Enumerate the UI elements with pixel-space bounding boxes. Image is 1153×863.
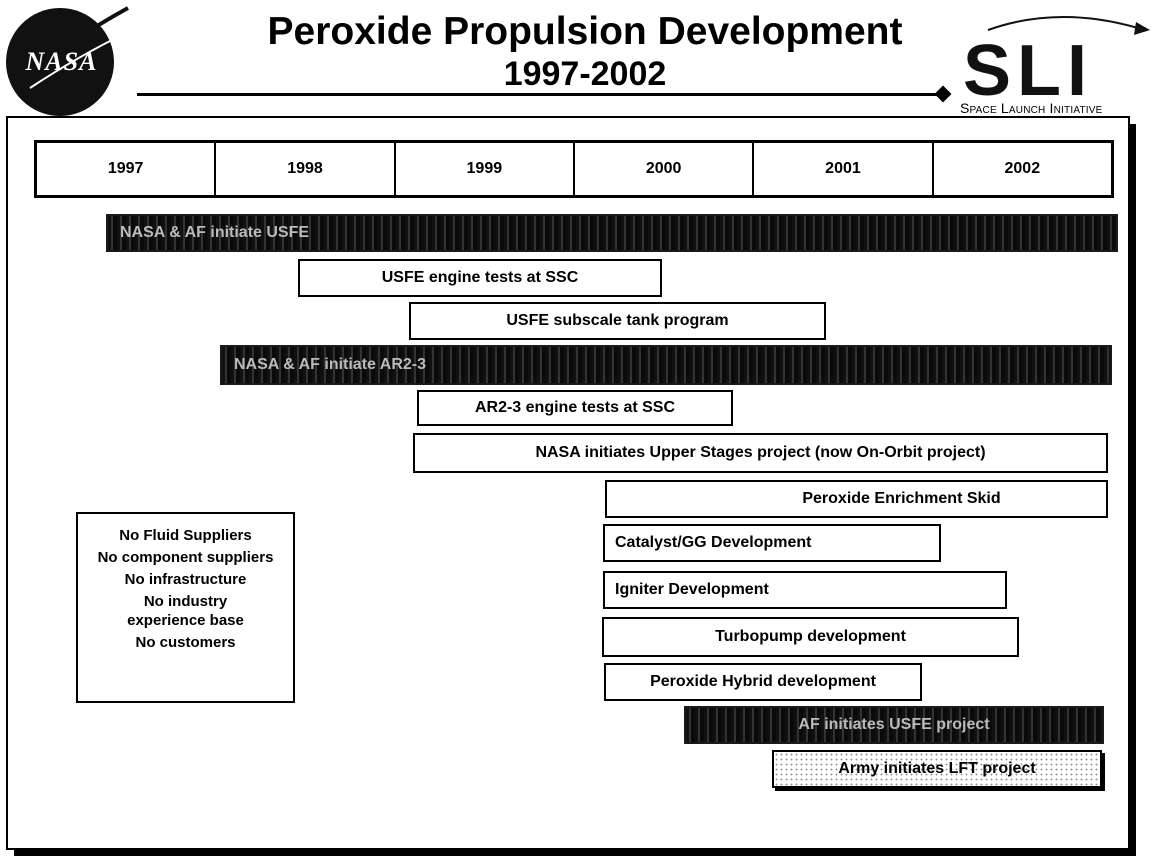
no-list-item: No component suppliers bbox=[97, 549, 274, 566]
nasa-logo-text: NASA bbox=[25, 46, 98, 76]
header-rule bbox=[137, 93, 945, 96]
bar-usfe-tank-program: USFE subscale tank program bbox=[409, 302, 826, 340]
nasa-logo: NASA bbox=[8, 8, 115, 115]
page-title: Peroxide Propulsion Development bbox=[267, 10, 903, 53]
no-suppliers-box: No Fluid Suppliers No component supplier… bbox=[76, 512, 295, 703]
no-list-item: No Fluid Suppliers bbox=[119, 527, 252, 544]
frame-shadow-bottom bbox=[14, 850, 1136, 856]
year-header-row: 1997 1998 1999 2000 2001 2002 bbox=[34, 140, 1114, 198]
sli-logo: SLI bbox=[963, 15, 1150, 111]
bar-af-initiates: AF initiates USFE project bbox=[684, 706, 1104, 744]
nasa-swoosh-graphic bbox=[6, 6, 133, 116]
bar-army-lft: Army initiates LFT project bbox=[772, 750, 1102, 788]
bar-turbopump: Turbopump development bbox=[602, 617, 1019, 657]
no-list-item: No customers bbox=[135, 634, 236, 651]
bar-enrichment-skid: Peroxide Enrichment Skid bbox=[605, 480, 1108, 518]
chart-frame bbox=[6, 116, 1130, 850]
sli-logo-text: SLI bbox=[963, 31, 1093, 111]
year-1997: 1997 bbox=[37, 143, 217, 195]
frame-shadow-right bbox=[1130, 124, 1136, 856]
page-subtitle: 1997-2002 bbox=[503, 55, 667, 93]
bar-igniter: Igniter Development bbox=[603, 571, 1007, 609]
no-list-item: No infrastructure bbox=[124, 571, 247, 588]
bar-peroxide-hybrid: Peroxide Hybrid development bbox=[604, 663, 922, 701]
bar-upper-stages: NASA initiates Upper Stages project (now… bbox=[413, 433, 1108, 473]
bar-ar2-engine-tests: AR2-3 engine tests at SSC bbox=[417, 390, 733, 426]
bar-usfe-engine-tests: USFE engine tests at SSC bbox=[298, 259, 662, 297]
bar-catalyst-gg: Catalyst/GG Development bbox=[603, 524, 941, 562]
year-2002: 2002 bbox=[1004, 160, 1041, 177]
bar-ar2-initiate: NASA & AF initiate AR2-3 bbox=[220, 345, 1112, 385]
year-2000: 2000 bbox=[575, 143, 755, 195]
year-2001: 2001 bbox=[754, 143, 934, 195]
no-list-item: No industry experience base bbox=[127, 593, 244, 629]
year-1998: 1998 bbox=[216, 143, 396, 195]
sli-caption: Space Launch Initiative bbox=[960, 100, 1103, 116]
bar-usfe-initiate: NASA & AF initiate USFE bbox=[106, 214, 1118, 252]
year-1999: 1999 bbox=[396, 143, 575, 195]
